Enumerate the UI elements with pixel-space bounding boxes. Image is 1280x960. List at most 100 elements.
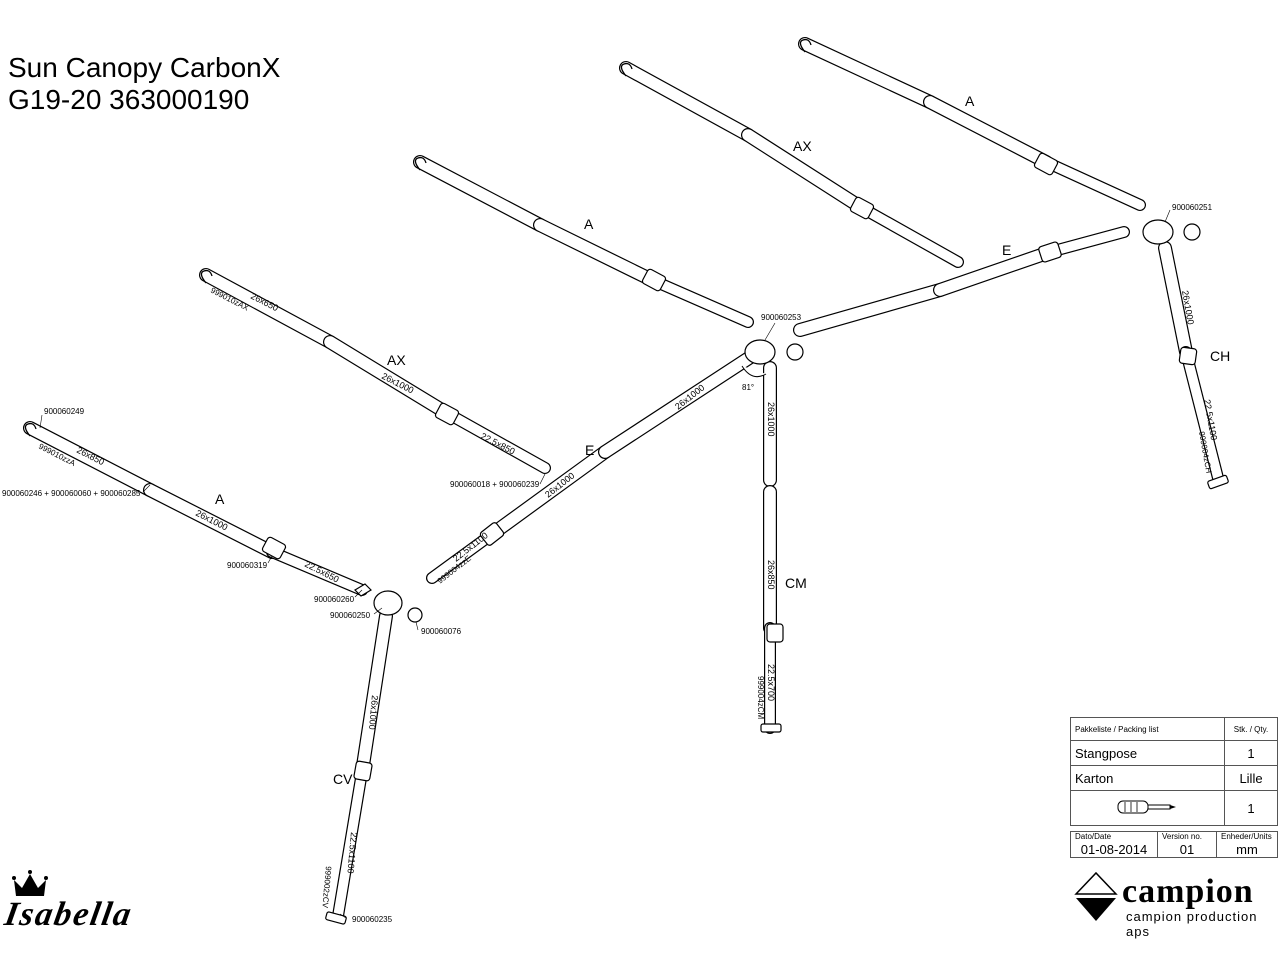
roof-pole-A-back-seg2 (923, 95, 1053, 169)
foot-plate-right (1207, 474, 1229, 490)
date-label: Dato/Date (1075, 832, 1112, 841)
roof-pole-AX-back-seg3 (856, 202, 964, 268)
roof-pole-A-front-seg3 (266, 546, 368, 596)
part-number-900060018: 900060018 + 900060239 (450, 480, 540, 489)
dim-CM-26x1000: 26x1000 (766, 402, 776, 437)
label-CV: CV (333, 771, 353, 787)
units-value: mm (1236, 842, 1258, 857)
page-title: Sun Canopy CarbonX (8, 52, 281, 83)
version-label: Version no. (1162, 832, 1203, 841)
dim-CV-22.5x1100: 22.5x1100 (345, 832, 359, 874)
clamp-icon (479, 522, 505, 546)
hook-icon (414, 156, 427, 171)
end-cap-left (407, 607, 423, 623)
eave-pole-front-seg2 (488, 445, 612, 539)
packing-list-row: Stangpose 1 (1070, 740, 1278, 766)
dim-CM-26x850: 26x850 (766, 560, 776, 590)
dim-CM-22.5x700: 22.5x700 (766, 664, 776, 701)
part-number-900060251: 900060251 (1172, 203, 1213, 212)
label-angle: 81° (742, 383, 754, 392)
roof-pole-A-middle-seg3 (646, 274, 754, 328)
code-999002zCV: 999002zCV (320, 866, 333, 909)
packing-list-header: Pakkeliste / Packing list Stk. / Qty. (1070, 717, 1278, 741)
roof-pole-AX-front-seg2 (323, 335, 452, 419)
clamp-icon (434, 402, 460, 426)
label-A-back: A (965, 93, 975, 109)
packing-item-qty: Lille (1224, 765, 1278, 791)
version-cell: Version no. 01 (1157, 831, 1217, 858)
end-cap-center (786, 343, 804, 361)
label-A-front: A (215, 491, 225, 507)
pole-clamps (261, 152, 1198, 782)
packing-item-qty: 1 (1224, 740, 1278, 766)
packing-item-name: Karton (1070, 765, 1225, 791)
label-CH: CH (1210, 348, 1230, 364)
joint-connector-center (744, 339, 776, 365)
clamp-icon (766, 623, 784, 643)
eave-pole-back-seg2 (933, 245, 1057, 297)
hook-icon (799, 38, 812, 53)
roof-pole-AX-front-seg3 (439, 406, 551, 474)
eave-pole-back-seg3 (1044, 226, 1130, 258)
date-cell: Dato/Date 01-08-2014 (1070, 831, 1158, 858)
roof-pole-A-back-seg3 (1040, 156, 1146, 211)
roof-pole-AX-front-seg1 (199, 268, 337, 349)
part-number-900060235: 900060235 (352, 915, 393, 924)
campion-logo-icon (1074, 871, 1118, 921)
part-number-900060250: 900060250 (330, 611, 371, 620)
angle-arc (741, 365, 767, 378)
roof-pole-A-back-seg1 (798, 37, 937, 109)
hook-icon (24, 422, 37, 437)
clamp-icon (641, 268, 667, 292)
hook-icon (200, 269, 213, 284)
end-cap-right (1183, 223, 1201, 241)
clamp-icon (1178, 346, 1198, 366)
page-subtitle: G19-20 363000190 (8, 84, 250, 115)
packing-list-header-qty: Stk. / Qty. (1224, 717, 1278, 741)
roof-pole-A-front-seg1 (23, 421, 157, 497)
roof-pole-A-front-seg2 (143, 483, 279, 559)
clamp-icon (849, 196, 875, 220)
leg-CH-seg1 (1158, 241, 1193, 359)
dim-CV-26x1000: 26x1000 (367, 695, 380, 730)
roof-pole-A-middle-seg2 (533, 218, 659, 287)
packing-item-icon-cell (1070, 790, 1225, 826)
clamp-icon (1038, 241, 1062, 263)
foot-plate-center (760, 723, 782, 733)
packing-list-header-item: Pakkeliste / Packing list (1070, 717, 1225, 741)
part-number-900060076: 900060076 (421, 627, 462, 636)
label-E-front: E (585, 442, 594, 458)
joint-connector-right (1142, 219, 1174, 245)
leg-CV-seg1 (355, 609, 393, 779)
code-999004zCM: 999004zCM (756, 676, 765, 719)
pole-hooks (24, 38, 812, 437)
joint-connector-left (373, 590, 403, 616)
part-number-900060319: 900060319 (227, 561, 268, 570)
date-value: 01-08-2014 (1080, 842, 1148, 857)
version-value: 01 (1179, 842, 1195, 857)
packing-list-row: Karton Lille (1070, 765, 1278, 791)
label-CM: CM (785, 575, 807, 591)
screwdriver-icon (1117, 800, 1176, 813)
part-number-900060260: 900060260 (314, 595, 355, 604)
label-AX-back: AX (793, 138, 812, 154)
clamp-icon (261, 536, 287, 560)
foot-plate-left (325, 911, 347, 925)
campion-logo-subtitle: campion production aps (1126, 909, 1258, 939)
label-A-middle: A (584, 216, 594, 232)
clamp-icon (1033, 152, 1059, 176)
packing-list-table: Pakkeliste / Packing list Stk. / Qty. St… (1070, 717, 1278, 826)
leg-CH-seg2 (1180, 346, 1224, 484)
pole-tubes (23, 37, 1224, 922)
units-label: Enheder/Units (1221, 832, 1272, 841)
leader-lines (39, 209, 1171, 919)
packing-item-qty: 1 (1224, 790, 1278, 826)
roof-pole-AX-back-seg2 (741, 128, 869, 215)
hook-icon (620, 62, 633, 77)
isabella-crown-icon (12, 870, 48, 896)
label-AX-front: AX (387, 352, 406, 368)
roof-pole-AX-back-seg1 (619, 61, 755, 142)
units-cell: Enheder/Units mm (1216, 831, 1278, 858)
roof-pole-A-middle-seg1 (413, 155, 547, 232)
